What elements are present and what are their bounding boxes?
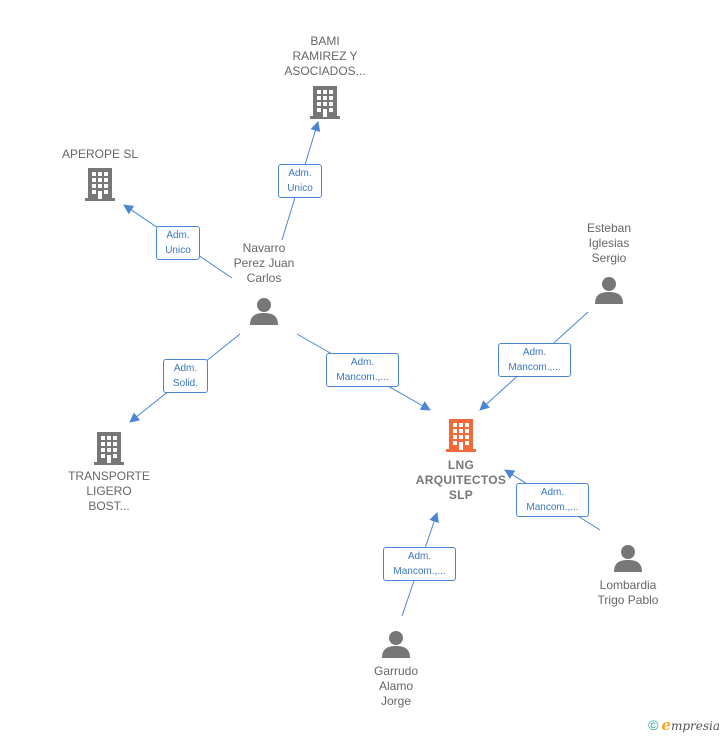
node-esteban[interactable]: Esteban Iglesias Sergio — [559, 221, 659, 305]
building-icon — [85, 168, 115, 201]
node-label: APEROPE SL — [61, 147, 139, 161]
edge-label-garrudo-lng[interactable]: Adm. Mancom.,... — [383, 547, 456, 581]
edge-label-navarro-aperope[interactable]: Adm. Unico — [156, 226, 200, 260]
building-icon — [94, 432, 124, 465]
node-aperope[interactable]: APEROPE SL — [40, 147, 160, 202]
node-label: Navarro Perez Juan Carlos — [233, 241, 295, 285]
node-bami[interactable]: BAMI RAMIREZ Y ASOCIADOS... — [265, 34, 385, 120]
node-label: Lombardia Trigo Pablo — [597, 578, 659, 607]
empresia-logo[interactable]: empresia — [661, 716, 720, 734]
node-lng-arquitectos[interactable]: LNG ARQUITECTOS SLP — [402, 417, 520, 503]
node-garrudo[interactable]: Garrudo Alamo Jorge — [346, 629, 446, 709]
edge-label-lombardia-lng[interactable]: Adm. Mancom.,... — [516, 483, 589, 517]
node-label: Garrudo Alamo Jorge — [373, 664, 419, 708]
person-icon — [595, 277, 623, 304]
node-label: TRANSPORTE LIGERO BOST... — [68, 469, 150, 513]
footer-brand: ©empresia — [648, 716, 720, 734]
person-icon — [614, 545, 642, 572]
node-navarro[interactable]: Navarro Perez Juan Carlos — [206, 241, 322, 326]
person-icon — [382, 631, 410, 658]
building-icon — [446, 419, 476, 452]
node-label: Esteban Iglesias Sergio — [586, 221, 632, 265]
building-icon — [310, 86, 340, 119]
node-transporte[interactable]: TRANSPORTE LIGERO BOST... — [50, 430, 168, 514]
edge-label-esteban-lng[interactable]: Adm. Mancom.,... — [498, 343, 571, 377]
node-lombardia[interactable]: Lombardia Trigo Pablo — [578, 543, 678, 608]
person-icon — [250, 298, 278, 325]
edge-label-navarro-transporte[interactable]: Adm. Solid. — [163, 359, 208, 393]
edge-label-navarro-bami[interactable]: Adm. Unico — [278, 164, 322, 198]
edge-label-navarro-lng[interactable]: Adm. Mancom.,... — [326, 353, 399, 387]
node-label: LNG ARQUITECTOS SLP — [415, 458, 507, 502]
copyright-icon: © — [648, 717, 659, 733]
node-label: BAMI RAMIREZ Y ASOCIADOS... — [284, 34, 366, 78]
